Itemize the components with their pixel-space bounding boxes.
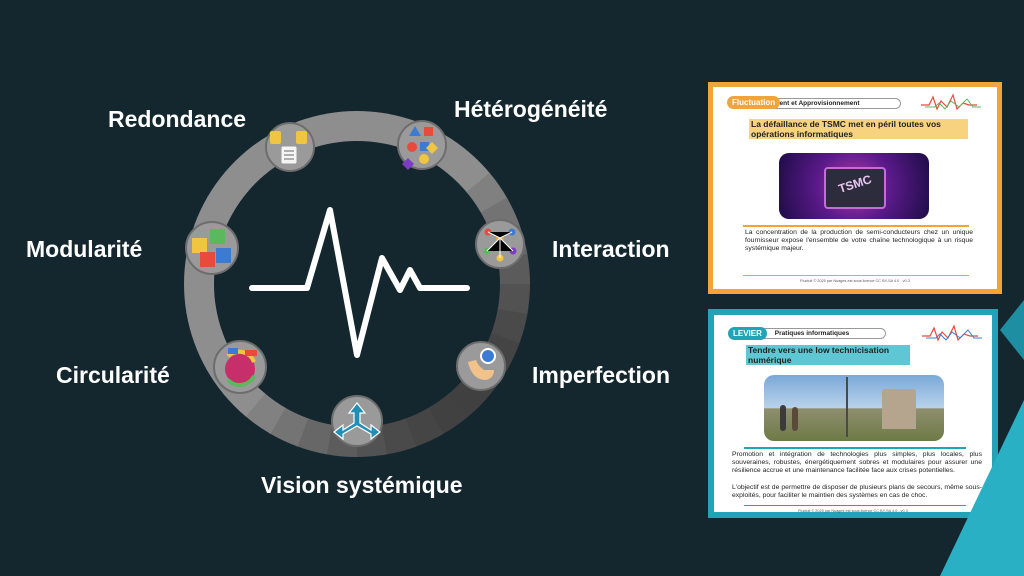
label-imperfection: Imperfection — [532, 362, 671, 388]
divider — [744, 505, 966, 506]
pulse-deco-icon — [921, 93, 981, 111]
fluctuation-card[interactable]: Environnement et Approvisionnement Fluct… — [708, 82, 1002, 294]
card-title: La défaillance de TSMC met en péril tout… — [749, 119, 968, 139]
label-vision-systemique: Vision systémique — [261, 472, 463, 498]
resilience-diagram: Redondance Hétérogénéité Modularité Inte… — [26, 96, 671, 498]
label-redondance: Redondance — [108, 106, 247, 132]
label-heterogeneite: Hétérogénéité — [454, 96, 608, 122]
landscape-photo-image — [764, 375, 944, 441]
label-circularite: Circularité — [56, 362, 170, 388]
card-body: La concentration de la production de sem… — [745, 229, 973, 253]
ring-graphic — [184, 111, 530, 457]
cubes-icon — [185, 221, 239, 275]
circular-arrows-icon — [213, 340, 267, 394]
divider — [744, 447, 966, 449]
card-footer: Fluctuit © 2025 par Nuages est sous lice… — [800, 279, 910, 283]
label-modularite: Modularité — [26, 236, 143, 262]
ring-segment — [326, 111, 359, 144]
card-footer: Fluctuit © 2025 par Nuages est sous lice… — [798, 509, 908, 513]
shapes-icon — [397, 120, 447, 170]
heartbeat-pulse-icon — [249, 207, 470, 358]
levier-card[interactable]: Pratiques informatiques LEVIER Tendre ve… — [708, 309, 998, 518]
divider — [743, 275, 969, 276]
arrows-split-icon — [331, 395, 383, 447]
tsmc-chip-image: TSMC — [779, 153, 929, 219]
database-copies-icon — [265, 122, 315, 172]
network-people-icon — [475, 219, 525, 269]
card-body-1: Promotion et intégration de technologies… — [732, 451, 982, 475]
divider — [743, 225, 969, 227]
levier-badge: LEVIER — [728, 327, 767, 340]
card-title: Tendre vers une low technicisation numér… — [746, 345, 910, 365]
label-interaction: Interaction — [552, 236, 670, 262]
fluctuation-badge: Fluctuation — [727, 96, 781, 109]
pulse-deco-icon — [922, 324, 982, 342]
card-body-2: L'objectif est de permettre de disposer … — [732, 484, 982, 500]
hand-magnifier-icon — [456, 341, 506, 391]
